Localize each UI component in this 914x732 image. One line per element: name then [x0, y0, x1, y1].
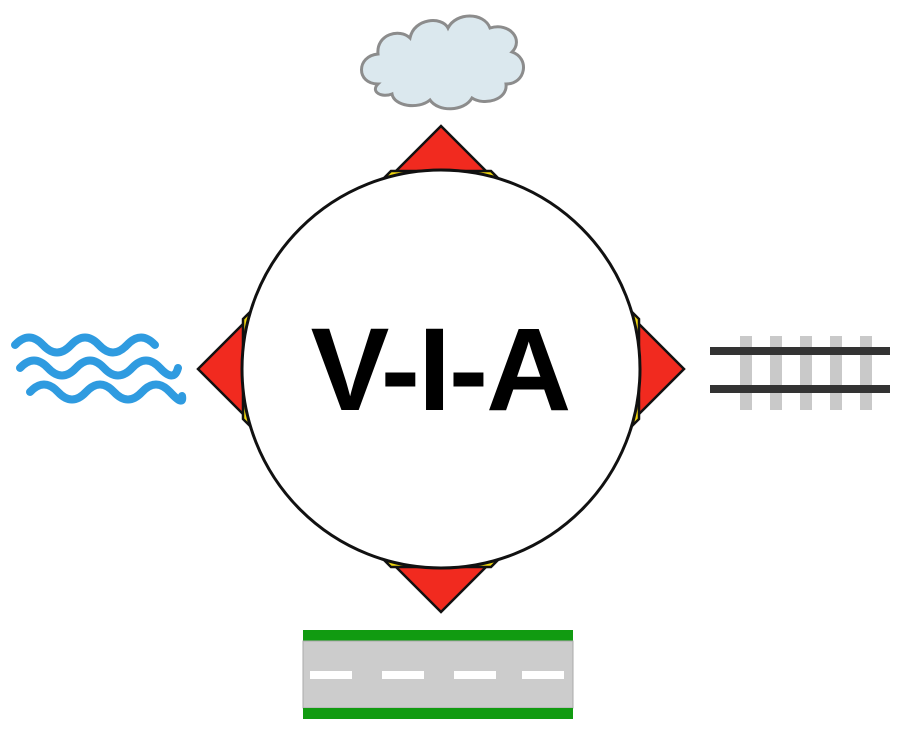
- emblem: [196, 124, 686, 614]
- road-icon: [302, 630, 574, 719]
- water-waves-icon: [11, 333, 187, 405]
- central-circle: [240, 168, 642, 570]
- railway-track-icon: [710, 336, 890, 410]
- cloud-icon: [360, 14, 525, 111]
- center-label: V-I-A: [310, 304, 572, 436]
